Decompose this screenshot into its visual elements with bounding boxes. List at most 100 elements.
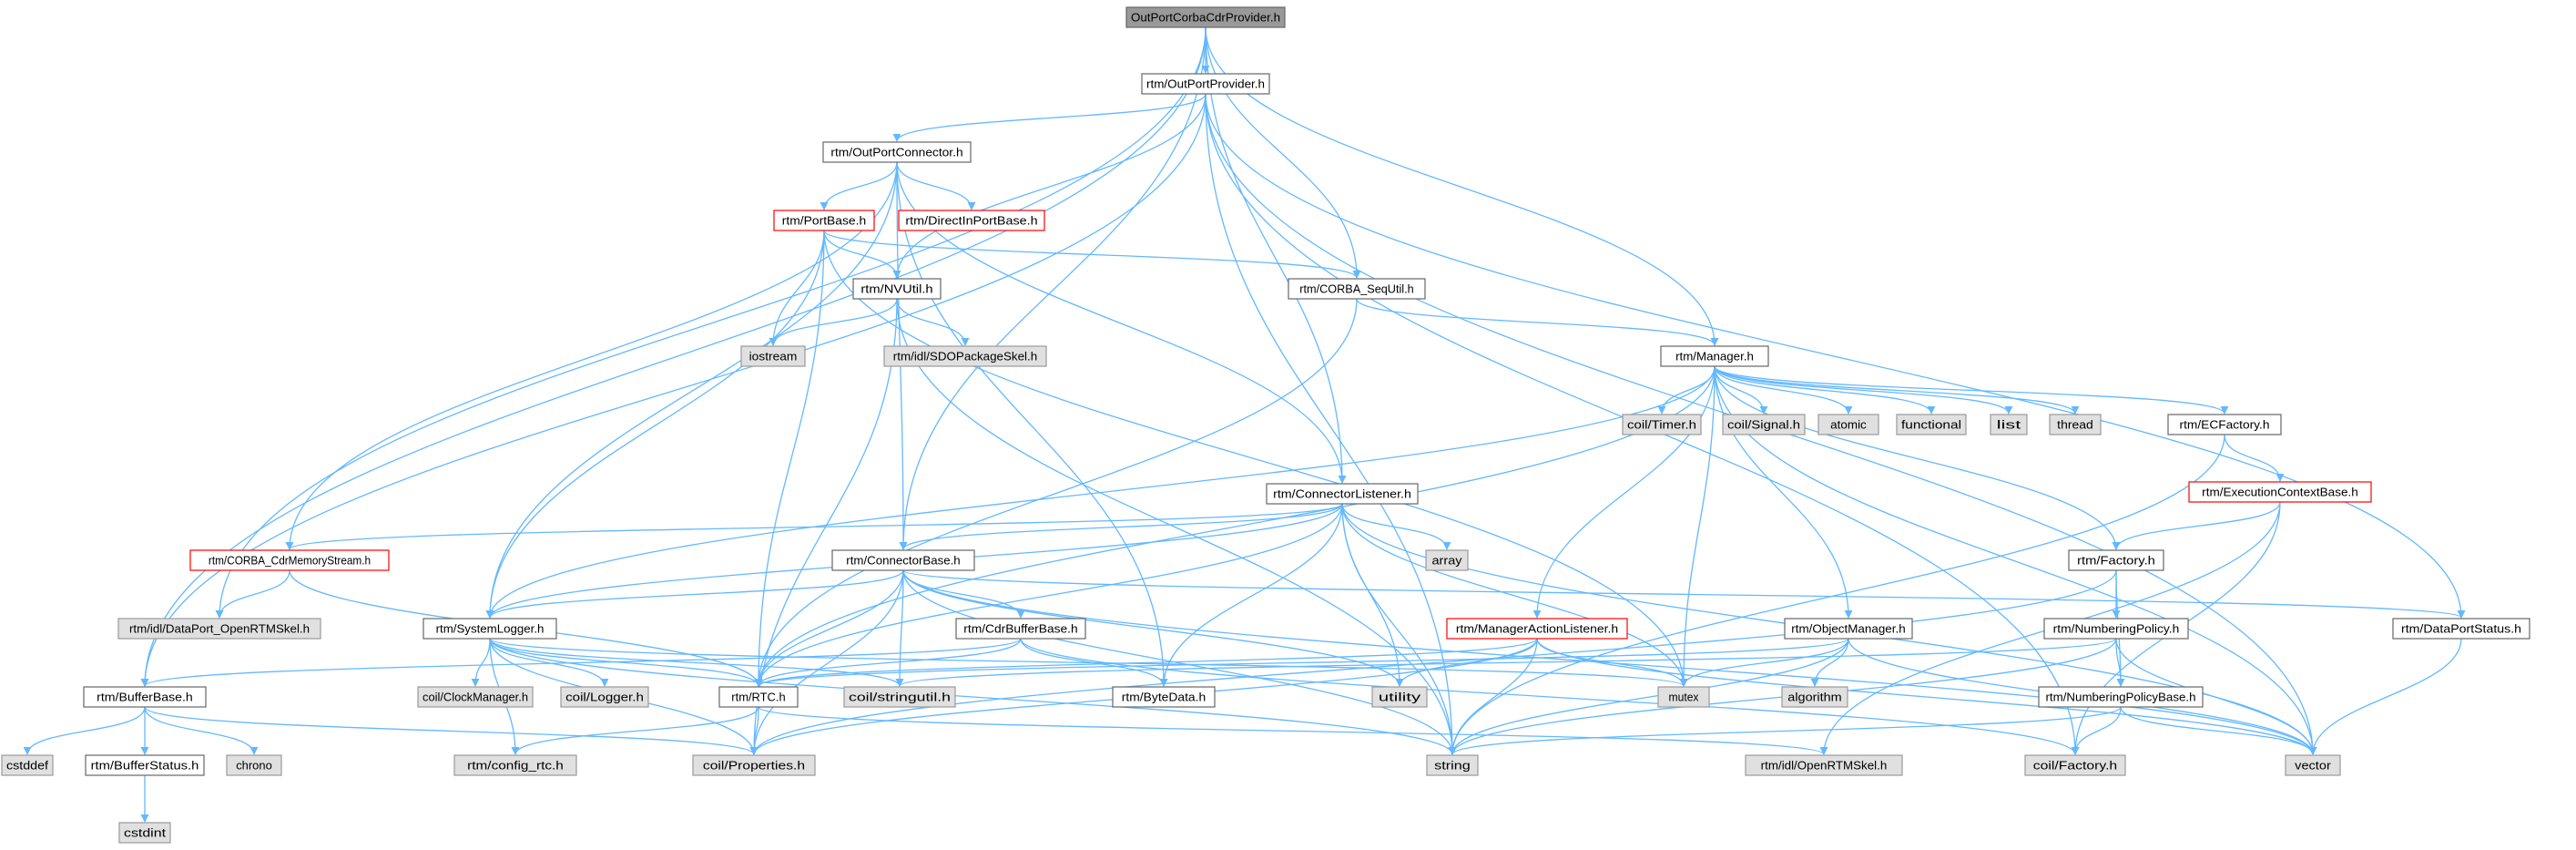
node-coil_logger: coil/Logger.h <box>560 686 649 708</box>
node-connectorlistener[interactable]: rtm/ConnectorListener.h <box>1266 483 1419 505</box>
node-nvutil[interactable]: rtm/NVUtil.h <box>852 278 942 300</box>
node-label-objectmanager: rtm/ObjectManager.h <box>1791 622 1905 636</box>
node-box-ecfactory <box>2167 414 2282 435</box>
edge-root-to-manager <box>1205 26 1719 346</box>
node-label-connectorlistener: rtm/ConnectorListener.h <box>1273 487 1411 501</box>
node-functional: functional <box>1896 414 1967 435</box>
edge-connectorlistener-to-bytedata <box>1159 503 1343 687</box>
edge-corba_cdrmemorystream-to-dataport_openrtmskel <box>215 569 290 619</box>
node-managerActionListener[interactable]: rtm/ManagerActionListener.h <box>1446 618 1628 640</box>
node-numberingpolicybase[interactable]: rtm/NumberingPolicyBase.h <box>2038 686 2204 708</box>
node-systemlogger[interactable]: rtm/SystemLogger.h <box>423 618 557 640</box>
node-box-config_rtc <box>453 754 577 776</box>
node-box-directinportbase <box>898 210 1045 231</box>
node-label-nvutil: rtm/NVUtil.h <box>860 282 932 296</box>
node-ecfactory[interactable]: rtm/ECFactory.h <box>2167 414 2282 435</box>
node-directinportbase[interactable]: rtm/DirectInPortBase.h <box>898 210 1045 231</box>
node-corba_cdrmemorystream[interactable]: rtm/CORBA_CdrMemoryStream.h <box>189 549 390 571</box>
node-label-cdrbufferbase: rtm/CdrBufferBase.h <box>963 622 1077 636</box>
node-label-coil_factory: coil/Factory.h <box>2033 759 2117 773</box>
node-label-root: OutPortCorbaCdrProvider.h <box>1131 11 1280 25</box>
edge-bufferbase-to-cstddef <box>23 706 146 755</box>
node-iostream: iostream <box>740 345 806 367</box>
node-box-signal <box>1722 414 1806 435</box>
node-manager[interactable]: rtm/Manager.h <box>1660 345 1769 367</box>
edge-cdrbufferbase-to-bytedata <box>1020 638 1168 687</box>
edge-systemlogger-to-coil_logger <box>489 638 609 687</box>
node-label-thread: thread <box>2057 418 2093 432</box>
node-signal: coil/Signal.h <box>1722 414 1806 435</box>
node-box-portbase <box>773 210 875 231</box>
node-label-list: list <box>1997 418 2021 432</box>
node-label-timer: coil/Timer.h <box>1627 418 1696 432</box>
node-corba_sequtil[interactable]: rtm/CORBA_SeqUtil.h <box>1288 278 1426 300</box>
node-portbase[interactable]: rtm/PortBase.h <box>773 210 875 231</box>
node-properties: coil/Properties.h <box>692 754 816 776</box>
edge-rtc-to-config_rtc <box>511 706 759 755</box>
node-algorithm: algorithm <box>1781 686 1848 708</box>
edge-cdrbufferbase-to-rtc <box>754 638 1022 687</box>
node-box-numberingpolicybase <box>2038 686 2204 708</box>
edge-nvutil-to-iostream <box>769 298 898 346</box>
node-label-sdopackageskel: rtm/idl/SDOPackageSkel.h <box>893 350 1037 364</box>
node-coil_factory: coil/Factory.h <box>2024 754 2126 776</box>
edge-numberingpolicybase-to-coil_factory <box>2071 706 2122 755</box>
node-factory[interactable]: rtm/Factory.h <box>2068 549 2164 571</box>
edge-systemlogger-to-clockmanager <box>471 638 491 687</box>
node-outportconnector[interactable]: rtm/OutPortConnector.h <box>822 141 972 163</box>
edge-objectmanager-to-mutex <box>1679 638 1849 687</box>
node-box-executioncontextbase <box>2188 481 2372 503</box>
node-label-numberingpolicy: rtm/NumberingPolicy.h <box>2053 622 2180 636</box>
node-bufferbase[interactable]: rtm/BufferBase.h <box>83 686 207 708</box>
edge-root-to-dataport_openrtmskel <box>215 26 1207 619</box>
node-box-vector <box>2285 754 2341 776</box>
node-box-algorithm <box>1781 686 1848 708</box>
edge-manager-to-list <box>1714 365 2013 415</box>
edge-root-to-corba_sequtil <box>1205 26 1361 279</box>
edge-root-to-connectorbase <box>899 26 1207 550</box>
edge-connectorbase-to-string <box>902 569 1457 755</box>
edge-outportprovider-to-nvutil <box>892 93 1207 279</box>
edge-rtc-to-openrtmskel <box>758 706 1828 755</box>
node-executioncontextbase[interactable]: rtm/ExecutionContextBase.h <box>2188 481 2372 503</box>
node-label-iostream: iostream <box>749 350 798 364</box>
node-label-array: array <box>1432 554 1463 568</box>
node-box-systemlogger <box>423 618 557 640</box>
node-rtc[interactable]: rtm/RTC.h <box>718 686 799 708</box>
edge-connectorbase-to-utility <box>902 569 1404 687</box>
node-box-outportprovider <box>1141 73 1270 95</box>
node-dataportstatus[interactable]: rtm/DataPortStatus.h <box>2392 618 2530 640</box>
node-root[interactable]: OutPortCorbaCdrProvider.h <box>1125 6 1286 28</box>
node-cdrbufferbase[interactable]: rtm/CdrBufferBase.h <box>955 618 1086 640</box>
node-bytedata[interactable]: rtm/ByteData.h <box>1112 686 1216 708</box>
edge-ecfactory-to-string <box>1448 434 2225 755</box>
node-bufferstatus[interactable]: rtm/BufferStatus.h <box>85 754 205 776</box>
node-box-cstddef <box>1 754 54 776</box>
node-label-functional: functional <box>1901 418 1961 432</box>
node-label-outportprovider: rtm/OutPortProvider.h <box>1146 77 1265 91</box>
edge-bufferbase-to-properties <box>144 706 759 755</box>
node-box-functional <box>1896 414 1967 435</box>
node-box-sdopackageskel <box>883 345 1047 367</box>
edge-corba_sequtil-to-manager <box>1356 298 1719 346</box>
edge-connectorbase-to-properties <box>749 569 904 755</box>
node-box-nvutil <box>852 278 942 300</box>
node-objectmanager[interactable]: rtm/ObjectManager.h <box>1784 618 1913 640</box>
node-sdopackageskel: rtm/idl/SDOPackageSkel.h <box>883 345 1047 367</box>
node-box-bufferbase <box>83 686 207 708</box>
node-box-coil_logger <box>560 686 649 708</box>
edge-cdrbufferbase-to-bufferbase <box>140 638 1022 687</box>
node-box-thread <box>2049 414 2102 435</box>
node-config_rtc: rtm/config_rtc.h <box>453 754 577 776</box>
node-box-dataport_openrtmskel <box>117 618 321 640</box>
edge-numberingpolicy-to-numberingpolicybase <box>2115 638 2125 687</box>
node-box-utility <box>1371 686 1428 708</box>
edge-dataportstatus-to-vector <box>2308 638 2462 755</box>
node-connectorbase[interactable]: rtm/ConnectorBase.h <box>831 549 975 571</box>
node-outportprovider[interactable]: rtm/OutPortProvider.h <box>1141 73 1270 95</box>
edge-executioncontextbase-to-factory <box>2112 501 2281 550</box>
node-numberingpolicy[interactable]: rtm/NumberingPolicy.h <box>2043 618 2189 640</box>
edge-portbase-to-corba_sequtil <box>823 230 1361 279</box>
edge-portbase-to-mutex <box>823 230 1688 687</box>
node-label-coil_logger: coil/Logger.h <box>565 691 644 704</box>
